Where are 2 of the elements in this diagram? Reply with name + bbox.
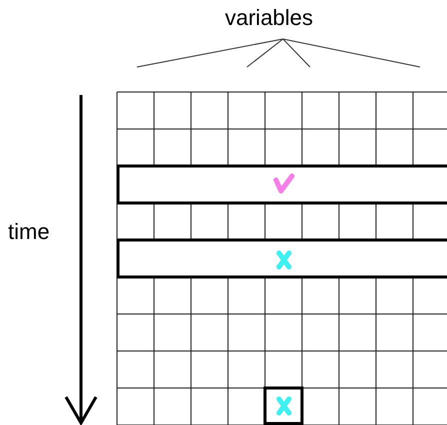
axis-label: variables xyxy=(225,7,314,29)
axis-label: time xyxy=(8,221,50,243)
